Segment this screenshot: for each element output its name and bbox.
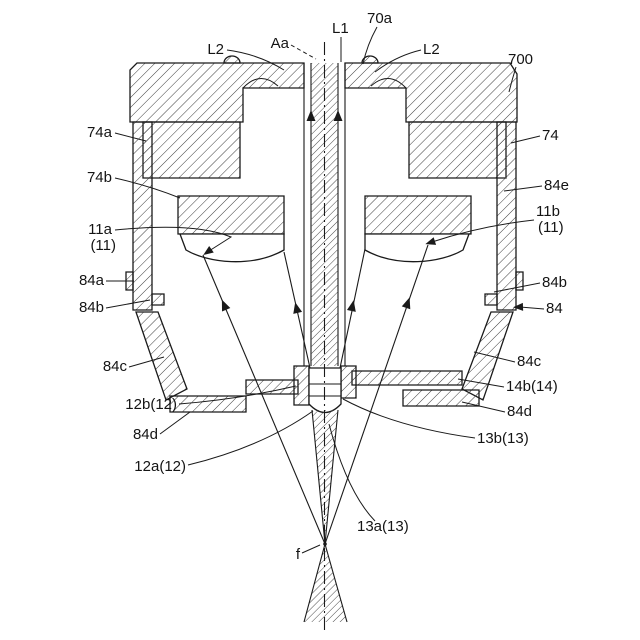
label-84c-right: 84c [517,353,542,370]
ray-marginal-right [324,244,429,545]
light-beam [202,42,429,630]
beam-edge-left [311,409,326,545]
lens-11b [364,233,470,263]
cavity-curve-right [370,78,407,89]
beam-cone-below-f [304,544,347,622]
label-12a: 12a(12) [134,458,186,475]
leader-700 [508,66,517,93]
beam-converging [312,410,338,544]
leader-84d-right [461,401,506,413]
leader-74 [510,135,541,144]
leader-84b-left [105,299,151,309]
leader-13a [328,423,376,522]
leader-84c-right [473,351,516,363]
arrow-cone-right [346,300,356,312]
label-84b-left: 84b [79,299,104,316]
label-74b: 74b [87,169,112,186]
leader-11a-arrowhead [203,246,214,256]
leader-12a [187,410,314,466]
leader-74b [114,177,181,199]
leader-f [301,544,321,554]
leader-84d-left [159,411,191,435]
flange-84b-right [484,293,498,306]
leader-84e [503,185,543,192]
label-12b: 12b(12) [125,396,177,413]
arrow-cone-left [293,302,303,314]
label-13a: 13a(13) [357,518,409,535]
label-84-right: 84 [546,300,563,317]
cone-edge-left [303,543,326,623]
lens-housing-right [340,365,357,399]
label-aa: Aa [271,35,290,52]
cone-edge-right [324,543,348,623]
leader-12b [178,385,297,405]
leader-84-arrowhead [513,302,524,311]
flange-84b-left [151,293,165,306]
leader-84-right [519,306,545,310]
label-700: 700 [508,51,533,68]
reference-labels: L2 Aa L1 70a L2 700 74a 74 74b 84e 11a (… [79,10,569,563]
holder-14b-bar [351,370,463,386]
label-11a-sub: (11) [90,237,116,254]
label-84b-right: 84b [542,274,567,291]
taper-84c-left [135,311,188,401]
arrow-ray-left [221,299,231,312]
taper-84c-right [461,311,514,401]
leader-84c-left [128,356,165,368]
bump-70a-right [361,55,379,64]
tab-84a-right [515,271,524,291]
bump-70a-left [223,55,241,64]
label-84d-left: 84d [133,426,158,443]
leader-13b [342,398,476,439]
leader-14b [457,378,505,388]
lens-cell-74a-right [408,121,507,179]
label-l2-left: L2 [207,41,224,58]
housing-700-top-right [344,62,518,123]
arrow-up-beam-right [333,110,343,121]
focal-point-f [323,542,327,546]
label-84e: 84e [544,177,569,194]
label-84a: 84a [79,272,105,289]
arrow-up-beam-left [306,110,316,121]
ring-84d-left [169,395,247,413]
lens-housing-left [293,365,310,406]
lens-cell-74a-left [142,121,241,179]
leader-70a [362,26,378,65]
lens-11a [179,233,285,263]
leader-aa [290,44,317,60]
leader-11a [114,226,233,252]
label-13b: 13b(13) [477,430,529,447]
label-84d-right: 84d [507,403,532,420]
cavity-curve-left [242,78,279,89]
leader-l2-left [226,49,285,71]
label-70a: 70a [367,10,393,27]
leader-74a [114,132,147,142]
label-11b-sub: (11) [538,219,564,236]
label-74a: 74a [87,124,113,141]
lens-cell-74b-right [364,195,472,235]
barrel-84-wall-right [496,121,517,311]
label-f: f [296,546,301,563]
barrel-84-wall-left [132,121,153,311]
label-11b: 11b [536,203,560,220]
label-14b: 14b(14) [506,378,558,395]
arrow-ray-right [401,297,411,310]
leader-l2-right [374,49,422,73]
label-84c-left: 84c [103,358,128,375]
leader-84b-right [493,282,541,293]
leader-11b [431,219,535,243]
leader-11b-arrowhead [425,237,437,245]
leader-lines [105,26,545,554]
label-l1: L1 [332,20,349,37]
beam-edge-right [324,409,339,545]
label-74: 74 [542,127,559,144]
label-l2-right: L2 [423,41,440,58]
label-11a: 11a [88,221,113,238]
housing-700-top-left [129,62,305,123]
